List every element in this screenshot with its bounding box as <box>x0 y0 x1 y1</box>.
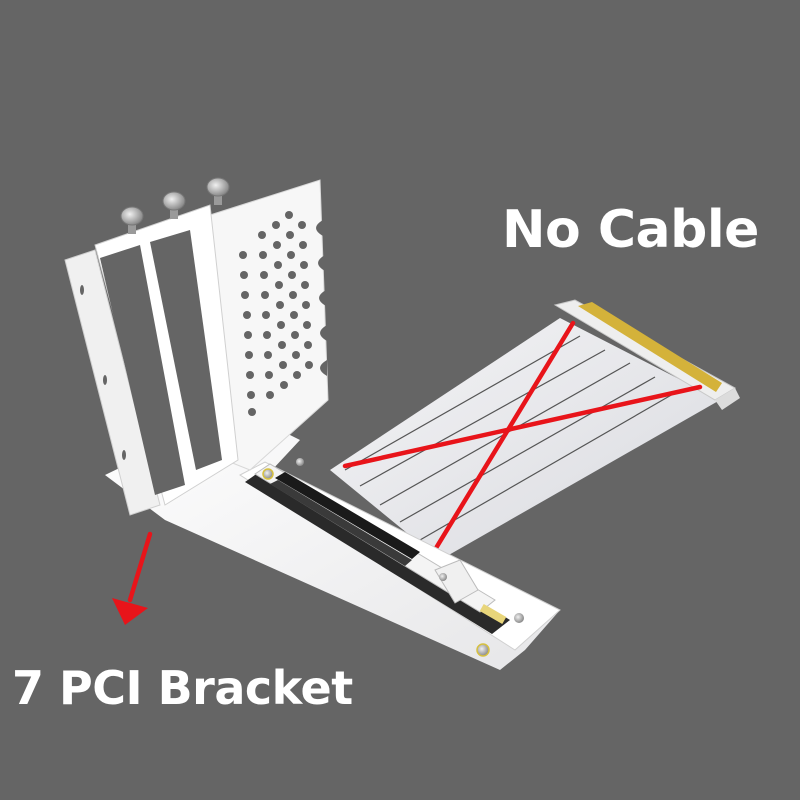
pci-bracket-label: 7 PCI Bracket <box>12 661 353 715</box>
screw-icon <box>439 573 447 581</box>
riser-cable <box>330 299 740 560</box>
screw-icon <box>514 613 524 623</box>
pcie-slot <box>275 472 420 559</box>
thumbscrew-icon <box>162 191 186 219</box>
cross-mark-icon <box>342 320 703 556</box>
ventilation-holes <box>239 211 313 416</box>
thumbscrew-icon <box>120 206 144 234</box>
base-plate <box>105 410 561 670</box>
thumbscrew-icon <box>206 177 230 205</box>
no-cable-label: No Cable <box>502 200 759 260</box>
pci-bracket <box>64 177 329 516</box>
arrow-down-left-icon <box>112 531 153 625</box>
screw-icon <box>296 458 304 466</box>
screw-icon <box>476 643 490 657</box>
screw-icon <box>262 468 274 480</box>
gold-connector <box>578 302 722 392</box>
